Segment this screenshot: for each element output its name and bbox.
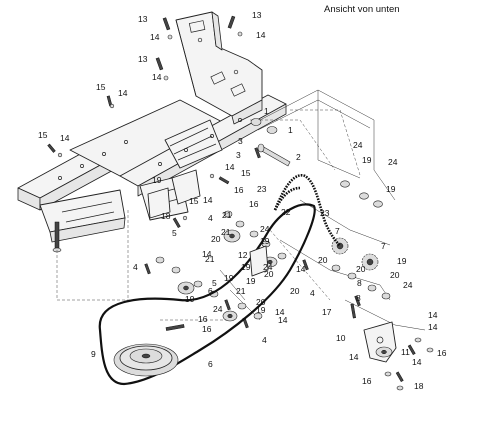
callout-21: 21 [221,227,231,237]
callout-6: 6 [208,286,213,296]
callout-7: 7 [335,226,340,236]
callout-15: 15 [189,196,199,206]
callout-16: 16 [362,376,372,386]
callout-14: 14 [349,352,359,362]
callout-24: 24 [263,262,273,272]
callout-3: 3 [238,136,243,146]
callout-14: 14 [152,72,162,82]
callout-16: 16 [249,199,259,209]
callout-24: 24 [388,157,398,167]
callout-12: 12 [238,250,248,260]
callout-19: 19 [152,175,162,185]
callout-6: 6 [208,359,213,369]
callout-9: 9 [91,349,96,359]
callout-24: 24 [213,304,223,314]
callout-19: 19 [386,184,396,194]
callout-19: 19 [185,294,195,304]
callout-23: 23 [320,208,330,218]
callout-14: 14 [296,264,306,274]
callout-13: 13 [252,10,262,20]
callout-7: 7 [381,241,386,251]
callout-17: 17 [322,307,332,317]
callout-20: 20 [356,264,366,274]
callout-19: 19 [246,276,256,286]
drive-shaft [257,143,291,167]
callout-5: 5 [212,278,217,288]
callout-14: 14 [428,322,438,332]
callout-1: 1 [288,125,293,135]
callout-20: 20 [256,297,266,307]
callout-18: 18 [414,381,424,391]
callout-14: 14 [203,195,213,205]
tensioner-bracket [350,303,434,391]
callout-20: 20 [264,269,274,279]
callout-20: 20 [290,286,300,296]
callout-23: 23 [257,184,267,194]
callout-2: 2 [296,152,301,162]
callout-11: 11 [401,347,410,357]
callout-14: 14 [256,30,266,40]
callout-18: 18 [161,211,171,221]
callout-16: 16 [437,348,447,358]
callout-19: 19 [241,262,251,272]
callout-24: 24 [403,280,413,290]
callout-20: 20 [211,234,221,244]
callout-16: 16 [234,185,244,195]
washers [155,118,391,320]
callout-21: 21 [205,254,215,264]
callout-14: 14 [225,162,235,172]
sprockets [331,237,379,271]
drive-chain [273,174,341,247]
callout-19: 19 [260,236,270,246]
callout-14: 14 [275,307,285,317]
callout-24: 24 [260,224,270,234]
callout-16: 16 [202,324,212,334]
callout-8: 8 [356,293,361,303]
bolts [47,15,416,383]
callout-22: 22 [281,207,291,217]
idler-pulleys [177,229,278,322]
callout-4: 4 [262,335,267,345]
callout-19: 19 [397,256,407,266]
callout-14: 14 [428,310,438,320]
callout-1: 1 [264,106,269,116]
callout-10: 10 [336,333,346,343]
callout-21: 21 [236,286,246,296]
callout-13: 13 [138,14,148,24]
callout-8: 8 [357,278,362,288]
drive-belt [98,203,316,386]
callout-19: 19 [362,155,372,165]
assembly-guides [56,109,361,321]
brackets [147,169,269,277]
callout-20: 20 [318,255,328,265]
callout-15: 15 [38,130,48,140]
engine-pulley [113,324,185,377]
callout-19: 19 [256,305,266,315]
callout-21: 21 [222,210,232,220]
callout-20: 20 [390,270,400,280]
callout-4: 4 [208,213,213,223]
callout-14: 14 [202,249,212,259]
callout-14: 14 [412,357,422,367]
callout-14: 14 [150,32,160,42]
callout-14: 14 [118,88,128,98]
callout-13: 13 [138,54,148,64]
callout-4: 4 [133,262,138,272]
callout-19: 19 [224,273,234,283]
callout-15: 15 [96,82,106,92]
callout-14: 14 [278,315,288,325]
callout-15: 15 [241,168,251,178]
callout-4: 4 [310,288,315,298]
callout-16: 16 [198,314,208,324]
callout-14: 14 [60,133,70,143]
chassis-frame [17,11,287,253]
callout-5: 5 [172,228,177,238]
callout-3: 3 [236,150,241,160]
view-caption: Ansicht von unten [324,4,400,15]
callout-24: 24 [353,140,363,150]
